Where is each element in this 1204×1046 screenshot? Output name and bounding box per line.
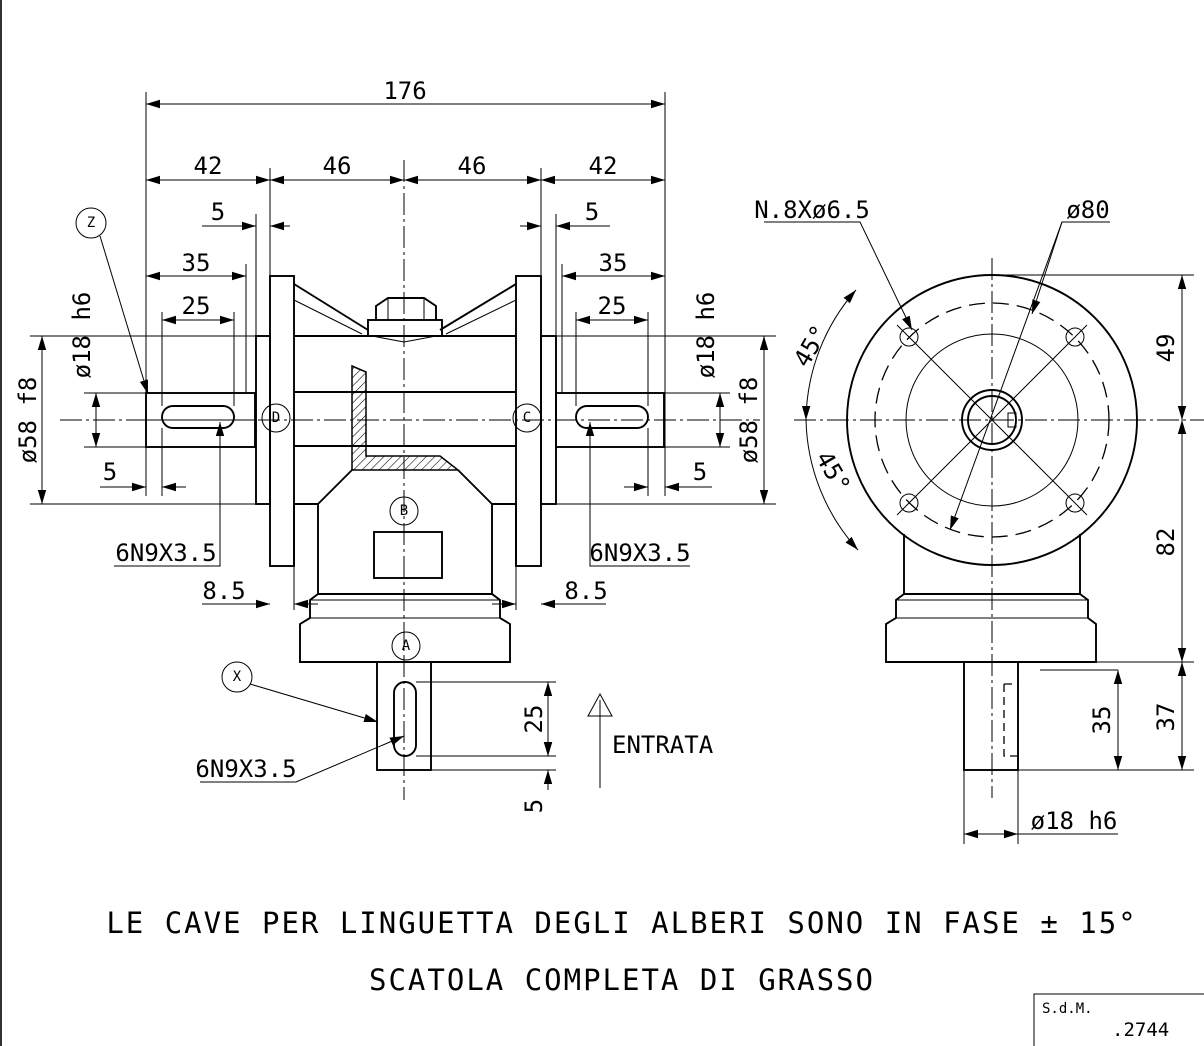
dim-half-left: 46 xyxy=(323,152,352,180)
label-d: D xyxy=(272,410,280,426)
dim-half-right: 46 xyxy=(458,152,487,180)
title-block-label: S.d.M. xyxy=(1042,1001,1093,1017)
side-dimension-lines xyxy=(964,275,1187,839)
reference-markers xyxy=(75,207,542,693)
dim-offset-left: 5 xyxy=(211,198,225,226)
filler-plug xyxy=(367,297,443,343)
input-label: ENTRATA xyxy=(612,731,714,759)
dim-input-end-gap: 5 xyxy=(520,799,548,813)
side-view xyxy=(764,221,1204,844)
title-block-code: .2744 xyxy=(1112,1019,1169,1041)
dim-keyway-span-right: 35 xyxy=(599,249,628,277)
dim-keyway-len-left: 25 xyxy=(182,292,211,320)
side-extension-lines xyxy=(963,274,1194,844)
side-leaders xyxy=(764,221,1110,551)
title-block: S.d.M. .2744 xyxy=(1033,993,1204,1046)
dim-shaft-len: 35 xyxy=(1088,706,1116,735)
dim-spigot-left: 8.5 xyxy=(202,577,245,605)
dimension-lines xyxy=(37,99,769,790)
dim-keyway-len-right: 25 xyxy=(598,292,627,320)
dim-end-gap-left: 5 xyxy=(103,458,117,486)
dim-bolt-circle: ø80 xyxy=(1066,196,1109,224)
dim-keyway-span-left: 35 xyxy=(182,249,211,277)
dim-height-top: 49 xyxy=(1152,334,1180,363)
dim-end-gap-right: 5 xyxy=(693,458,707,486)
key-spec-left: 6N9X3.5 xyxy=(115,539,216,567)
label-z: Z xyxy=(87,215,95,231)
dim-angle-top: 45° xyxy=(788,320,834,372)
dim-flange-left: 42 xyxy=(194,152,223,180)
dim-shaft-dia-right: ø18 h6 xyxy=(692,292,720,379)
dim-flange-right: 42 xyxy=(589,152,618,180)
label-a: A xyxy=(402,638,411,654)
input-direction-arrow xyxy=(587,692,613,788)
label-b: B xyxy=(400,503,408,519)
dim-side-shaft-dia: ø18 h6 xyxy=(1031,807,1118,835)
dim-shaft-dia-left: ø18 h6 xyxy=(68,292,96,379)
dimension-texts: 176 42 46 46 42 5 5 35 35 25 25 ø18 h6 ø… xyxy=(14,77,1180,835)
dim-input-key-len: 25 xyxy=(520,705,548,734)
note-keyway-phase: LE CAVE PER LINGUETTA DEGLI ALBERI SONO … xyxy=(106,906,1137,940)
extension-lines xyxy=(30,92,776,771)
note-grease: SCATOLA COMPLETA DI GRASSO xyxy=(369,963,875,997)
dim-body-dia-right: ø58 f8 xyxy=(735,377,763,464)
label-c: C xyxy=(523,410,531,426)
mounting-holes xyxy=(896,324,1088,516)
dim-overall-length: 176 xyxy=(383,77,426,105)
dim-angle-bottom: 45° xyxy=(810,446,856,498)
dim-height-bottom: 82 xyxy=(1152,528,1180,557)
key-spec-right: 6N9X3.5 xyxy=(589,539,690,567)
leader-lines xyxy=(99,235,690,783)
gearbox-body xyxy=(293,283,517,663)
left-flange xyxy=(255,275,295,567)
dim-spigot-right: 8.5 xyxy=(564,577,607,605)
side-housing xyxy=(885,534,1097,771)
dim-shaft-len-total: 37 xyxy=(1152,703,1180,732)
dim-body-dia-left: ø58 f8 xyxy=(14,377,42,464)
dim-holes: N.8Xø6.5 xyxy=(754,196,870,224)
gear-section xyxy=(351,364,461,471)
general-notes: LE CAVE PER LINGUETTA DEGLI ALBERI SONO … xyxy=(106,906,1137,997)
dim-offset-right: 5 xyxy=(585,198,599,226)
front-view xyxy=(30,92,776,800)
marker-labels: Z X A B C D xyxy=(87,215,531,685)
key-spec-input: 6N9X3.5 xyxy=(195,755,296,783)
label-x: X xyxy=(233,669,242,685)
